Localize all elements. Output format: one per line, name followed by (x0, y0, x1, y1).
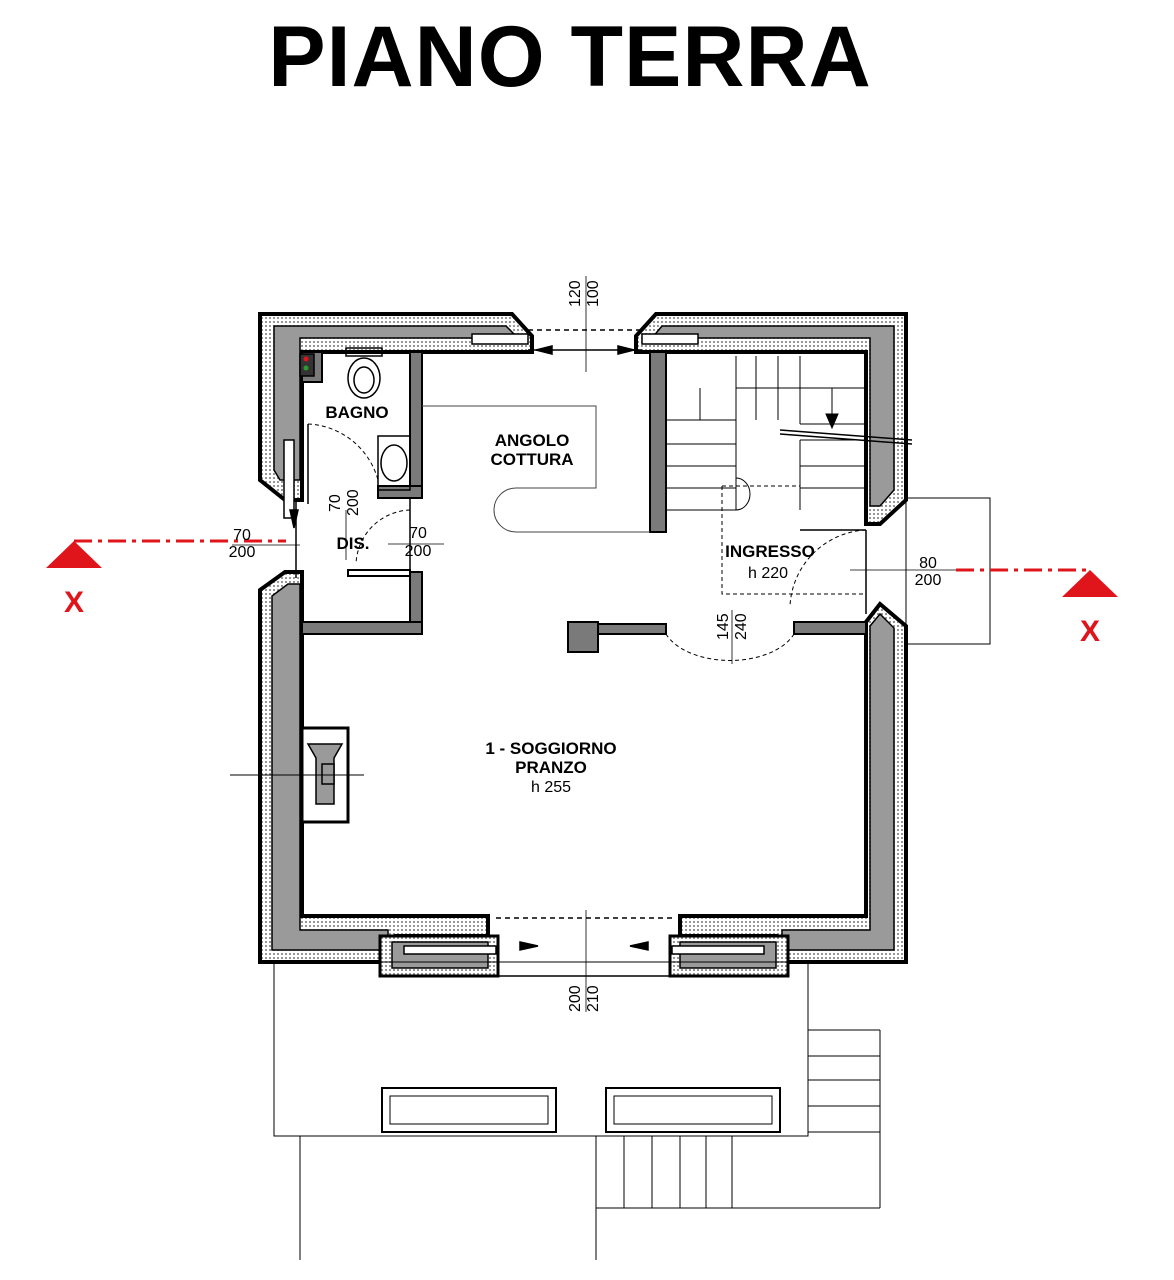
dim-bagno-door-b: 200 (345, 489, 362, 516)
fireplace (230, 726, 364, 824)
room-label-pranzo: PRANZO (515, 758, 587, 777)
dim-bottom-window-a: 200 (567, 985, 584, 1012)
exterior-walls (258, 312, 908, 978)
dim-dis-door-a: 70 (409, 525, 427, 542)
section-mark-right: X (1080, 615, 1100, 648)
kitchen-counter (422, 405, 650, 533)
windows-doors (232, 276, 960, 1012)
staircase (666, 356, 913, 595)
dim-entry-door-a: 80 (919, 555, 937, 572)
terrace (273, 497, 991, 1260)
room-label-bagno: BAGNO (325, 403, 388, 422)
section-mark-left: X (64, 586, 84, 619)
dim-entry-door-b: 200 (915, 572, 942, 589)
page-title: PIANO TERRA (268, 9, 872, 105)
dim-bottom-window-b: 210 (585, 985, 602, 1012)
bathroom-fixtures (299, 347, 411, 491)
room-height-soggiorno: h 255 (531, 779, 571, 796)
room-label-cottura: COTTURA (490, 450, 573, 469)
dim-soggiorno-door-a: 145 (715, 613, 732, 640)
dim-top-window-a: 120 (567, 280, 584, 307)
room-label-dis: DIS. (336, 534, 369, 553)
section-arrow-right (1062, 570, 1118, 597)
dim-soggiorno-door-b: 240 (733, 613, 750, 640)
section-line (46, 539, 1118, 597)
dim-bagno-door-a: 70 (327, 494, 344, 512)
dim-top-window-b: 100 (585, 280, 602, 307)
dim-dis-door-b: 200 (405, 543, 432, 560)
room-label-soggiorno: 1 - SOGGIORNO (485, 739, 616, 758)
dim-left-window-b: 200 (229, 544, 256, 561)
dim-left-window-a: 70 (233, 527, 251, 544)
interior-walls (301, 351, 867, 653)
dimension-labels: 120 100 70 200 70 200 70 200 80 200 145 … (229, 280, 942, 1012)
room-label-angolo: ANGOLO (495, 431, 570, 450)
room-label-ingresso: INGRESSO (725, 542, 815, 561)
room-height-ingresso: h 220 (748, 565, 788, 582)
section-arrow-left (46, 541, 102, 568)
room-labels: BAGNO ANGOLO COTTURA DIS. INGRESSO h 220… (325, 403, 815, 796)
